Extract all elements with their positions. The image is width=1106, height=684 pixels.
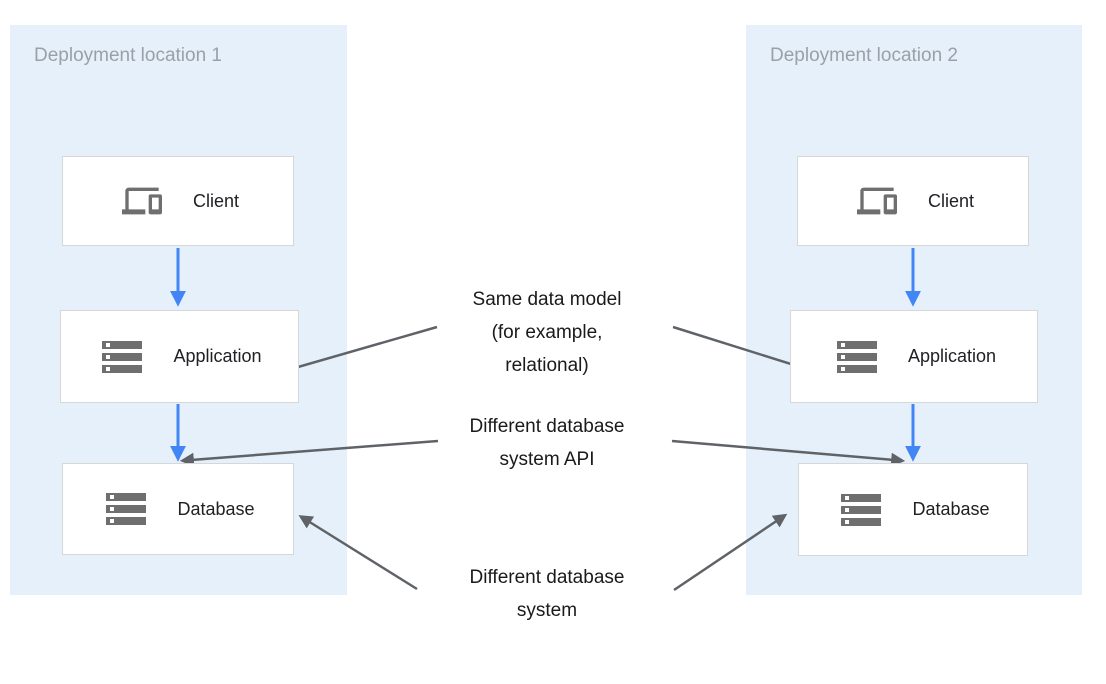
- stack-icon: [832, 333, 882, 381]
- annotation-line: relational): [505, 355, 589, 376]
- stack-icon: [836, 486, 886, 534]
- panel-title: Deployment location 2: [770, 45, 958, 66]
- node-label: Application: [173, 346, 262, 366]
- database-node-2: Database: [798, 463, 1028, 556]
- annotation-line: Different database: [469, 416, 625, 437]
- stack-icon: [101, 485, 151, 533]
- devices-icon: [852, 181, 902, 221]
- client-node-2: Client: [797, 156, 1029, 246]
- panel-title: Deployment location 1: [34, 45, 222, 66]
- application-node-1: Application: [60, 310, 299, 403]
- annotation-line: system API: [499, 449, 595, 470]
- devices-icon: [117, 181, 167, 221]
- node-label: Client: [192, 190, 240, 211]
- database-node-1: Database: [62, 463, 294, 555]
- annotation-different-db-api: Different database system API: [417, 410, 677, 476]
- node-label: Database: [912, 499, 990, 519]
- annotation-line: (for example,: [491, 322, 603, 343]
- annotation-same-data-model: Same data model (for example, relational…: [417, 283, 677, 382]
- application-node-2: Application: [790, 310, 1038, 403]
- node-label: Application: [907, 346, 997, 366]
- stack-icon: [97, 333, 147, 381]
- node-label: Client: [927, 190, 975, 211]
- node-label: Database: [177, 498, 255, 519]
- annotation-line: Same data model: [472, 289, 622, 310]
- client-node-1: Client: [62, 156, 294, 246]
- annotation-different-db-system: Different database system: [417, 561, 677, 627]
- annotation-line: Different database: [469, 567, 625, 588]
- annotation-line: system: [516, 600, 578, 621]
